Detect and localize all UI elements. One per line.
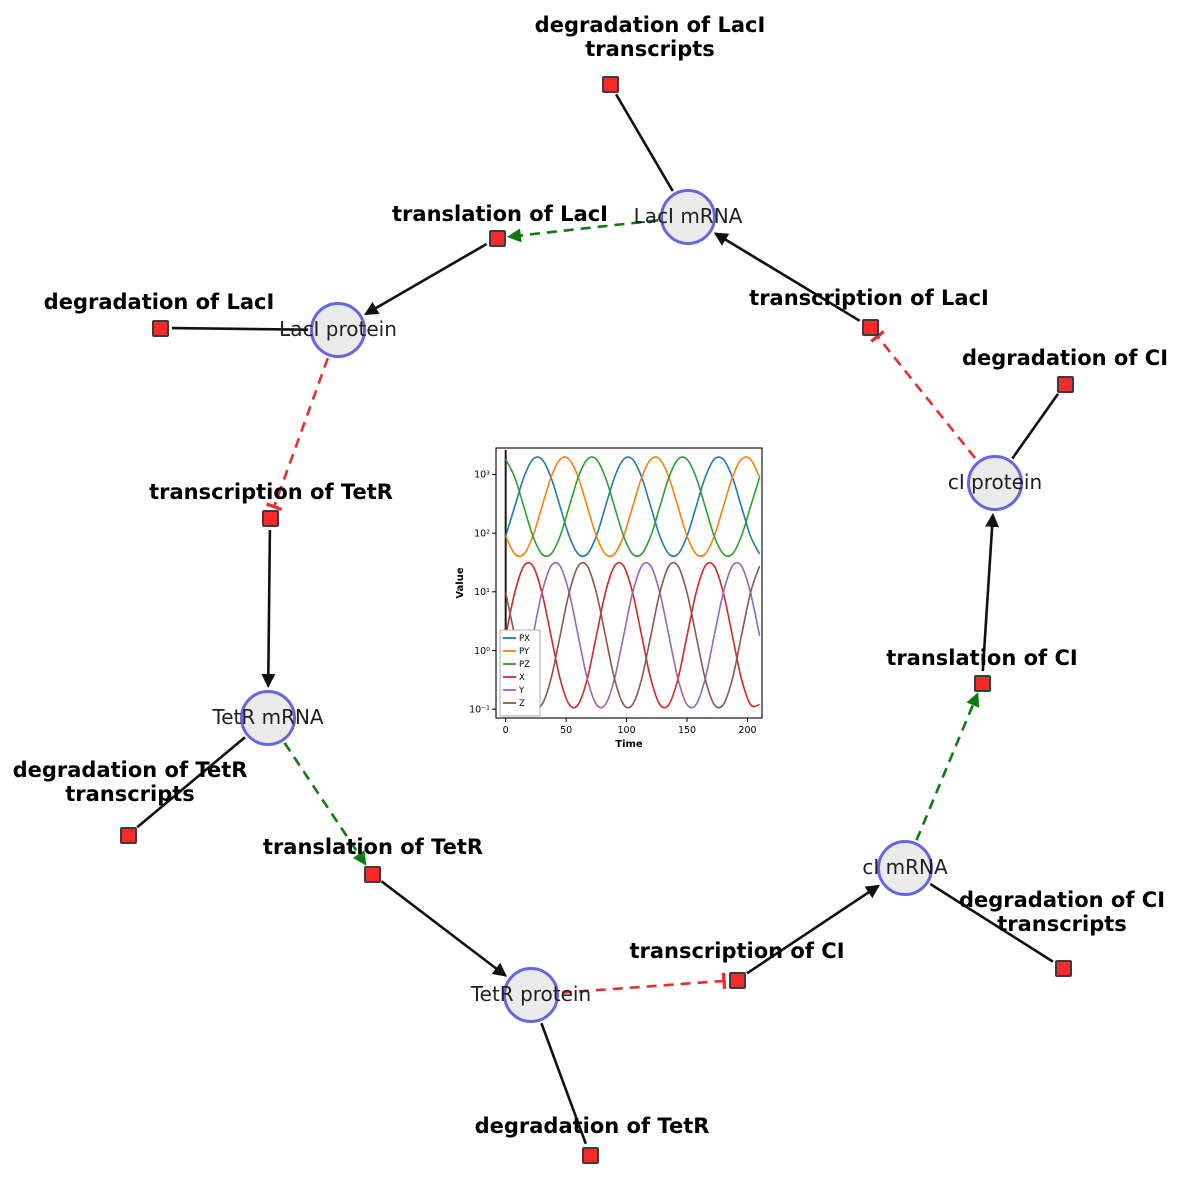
reaction-label-translation-tetr: translation of TetR [262,835,484,859]
reaction-node-translation-ci[interactable] [973,674,991,692]
legend-label-y: Y [518,686,525,696]
reaction-label-translation-laci: translation of LacI [392,202,608,226]
plot-frame [495,447,763,719]
edge-transcription-laci-to-laci-mrna [713,232,861,322]
edge-translation-tetr-to-tetr-protein [380,880,508,977]
reaction-label-degradation-laci-transcripts: degradation of LacI transcripts [534,13,766,62]
species-label-tetr-mrna: TetR mRNA [212,705,324,729]
edge-ci-protein-inhibits-transcription-laci [870,330,977,459]
reaction-node-transcription-laci[interactable] [861,318,879,336]
species-label-laci-protein: LacI protein [279,317,397,341]
x-tick-label: 0 [503,725,509,736]
edge-transcription-ci-to-ci-mrna [746,884,881,975]
legend-label-z: Z [519,699,525,709]
y-tick-label: 10⁻¹ [469,704,490,715]
series-curve-pz [504,456,761,558]
species-label-ci-mrna: cI mRNA [862,855,948,879]
y-axis-label: Value [455,567,466,598]
x-tick-label: 50 [560,725,572,736]
reaction-label-degradation-laci: degradation of LacI [43,290,275,314]
reaction-label-degradation-ci: degradation of CI [961,346,1169,370]
reaction-node-transcription-tetr[interactable] [261,509,279,527]
reaction-node-degradation-tetr[interactable] [581,1146,599,1164]
y-tick-label: 10³ [474,470,490,481]
x-tick-label: 200 [738,725,756,736]
species-node-laci-mrna[interactable] [660,189,716,245]
legend-label-px: PX [519,634,530,644]
reaction-node-degradation-laci[interactable] [151,319,169,337]
reaction-node-translation-tetr[interactable] [363,865,381,883]
reaction-label-transcription-ci: transcription of CI [629,939,845,963]
edge-laci-mrna-to-degradation-transcripts [614,93,674,192]
reaction-node-transcription-ci[interactable] [728,971,746,989]
species-node-tetr-protein[interactable] [503,967,559,1023]
edge-ci-mrna-modifies-translation [915,692,980,841]
reaction-label-transcription-laci: transcription of LacI [749,286,989,310]
y-tick-label: 10² [474,528,490,539]
edge-ci-protein-to-degradation [1011,393,1060,460]
edge-laci-mrna-modifies-translation [506,219,659,243]
legend-box [499,629,541,717]
reaction-node-degradation-ci-transcripts[interactable] [1054,959,1072,977]
species-node-laci-protein[interactable] [310,302,366,358]
reaction-label-translation-ci: translation of CI [886,646,1078,670]
edge-laci-protein-to-degradation [171,326,309,331]
species-label-tetr-protein: TetR protein [470,982,592,1006]
y-tick-label: 10¹ [474,587,490,598]
edge-laci-protein-inhibits-transcription-tetr [265,357,330,512]
reaction-label-degradation-ci-transcripts: degradation of CI transcripts [958,888,1166,937]
x-axis-label: Time [615,739,643,750]
reaction-node-translation-laci[interactable] [488,229,506,247]
legend-label-py: PY [519,647,530,657]
legend-label-x: X [519,673,525,683]
series-curve-z [504,561,761,709]
reaction-label-transcription-tetr: transcription of TetR [149,480,393,504]
species-label-laci-mrna: LacI mRNA [633,204,743,228]
edge-translation-laci-to-laci-protein [363,242,488,316]
series-curve-px [504,456,761,558]
reaction-label-degradation-tetr-transcripts: degradation of TetR transcripts [12,758,248,807]
reaction-node-degradation-tetr-transcripts[interactable] [119,826,137,844]
x-tick-label: 100 [618,725,636,736]
edge-transcription-tetr-to-tetr-mrna [261,529,276,688]
reaction-label-degradation-tetr: degradation of TetR [474,1114,710,1138]
series-curve-y [505,561,761,709]
edge-tetr-mrna-modifies-translation [283,742,367,866]
x-tick-label: 150 [678,725,696,736]
species-label-ci-protein: cI protein [947,470,1043,494]
edge-ci-mrna-to-degradation-transcripts [929,882,1054,963]
y-tick-label: 10⁰ [474,646,490,657]
reaction-node-degradation-ci[interactable] [1056,375,1074,393]
series-curve-py [504,456,761,558]
species-node-ci-mrna[interactable] [877,840,933,896]
edge-tetr-protein-to-degradation [540,1022,588,1145]
edge-translation-ci-to-ci-protein [981,512,1000,672]
species-node-tetr-mrna[interactable] [240,690,296,746]
edge-tetr-mrna-to-degradation-transcripts [136,736,246,829]
reaction-node-degradation-laci-transcripts[interactable] [601,75,619,93]
legend-label-pz: PZ [519,660,530,670]
species-node-ci-protein[interactable] [967,455,1023,511]
